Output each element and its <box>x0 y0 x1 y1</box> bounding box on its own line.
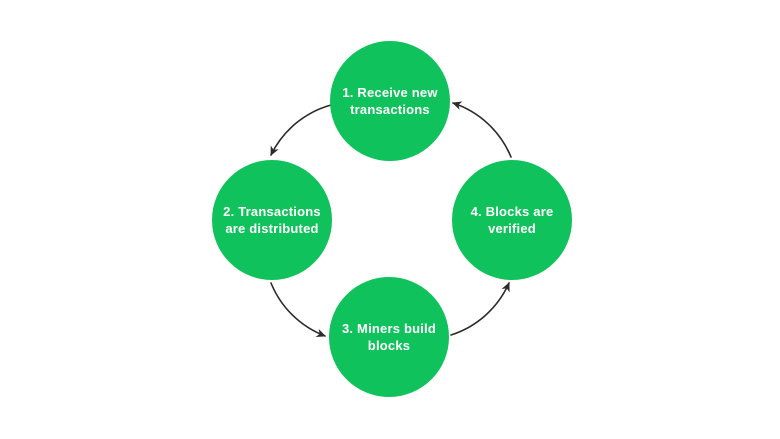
node-miners-build-blocks-label: 3. Miners build blocks <box>341 320 436 353</box>
node-receive-new-transactions: 1. Receive new transactions <box>330 41 450 161</box>
arrow-2-to-3-icon <box>270 282 326 338</box>
arrow-3-to-4-icon <box>450 282 510 336</box>
arrow-4-to-1-icon <box>452 101 512 158</box>
node-transactions-are-distributed-label: 2. Transactions are distributed <box>223 203 321 236</box>
node-transactions-are-distributed: 2. Transactions are distributed <box>212 160 332 280</box>
node-receive-new-transactions-label: 1. Receive new transactions <box>342 84 438 117</box>
node-blocks-are-verified-label: 4. Blocks are verified <box>470 203 554 236</box>
node-miners-build-blocks: 3. Miners build blocks <box>329 277 449 397</box>
arrow-1-to-2-icon <box>270 104 332 156</box>
node-blocks-are-verified: 4. Blocks are verified <box>452 160 572 280</box>
